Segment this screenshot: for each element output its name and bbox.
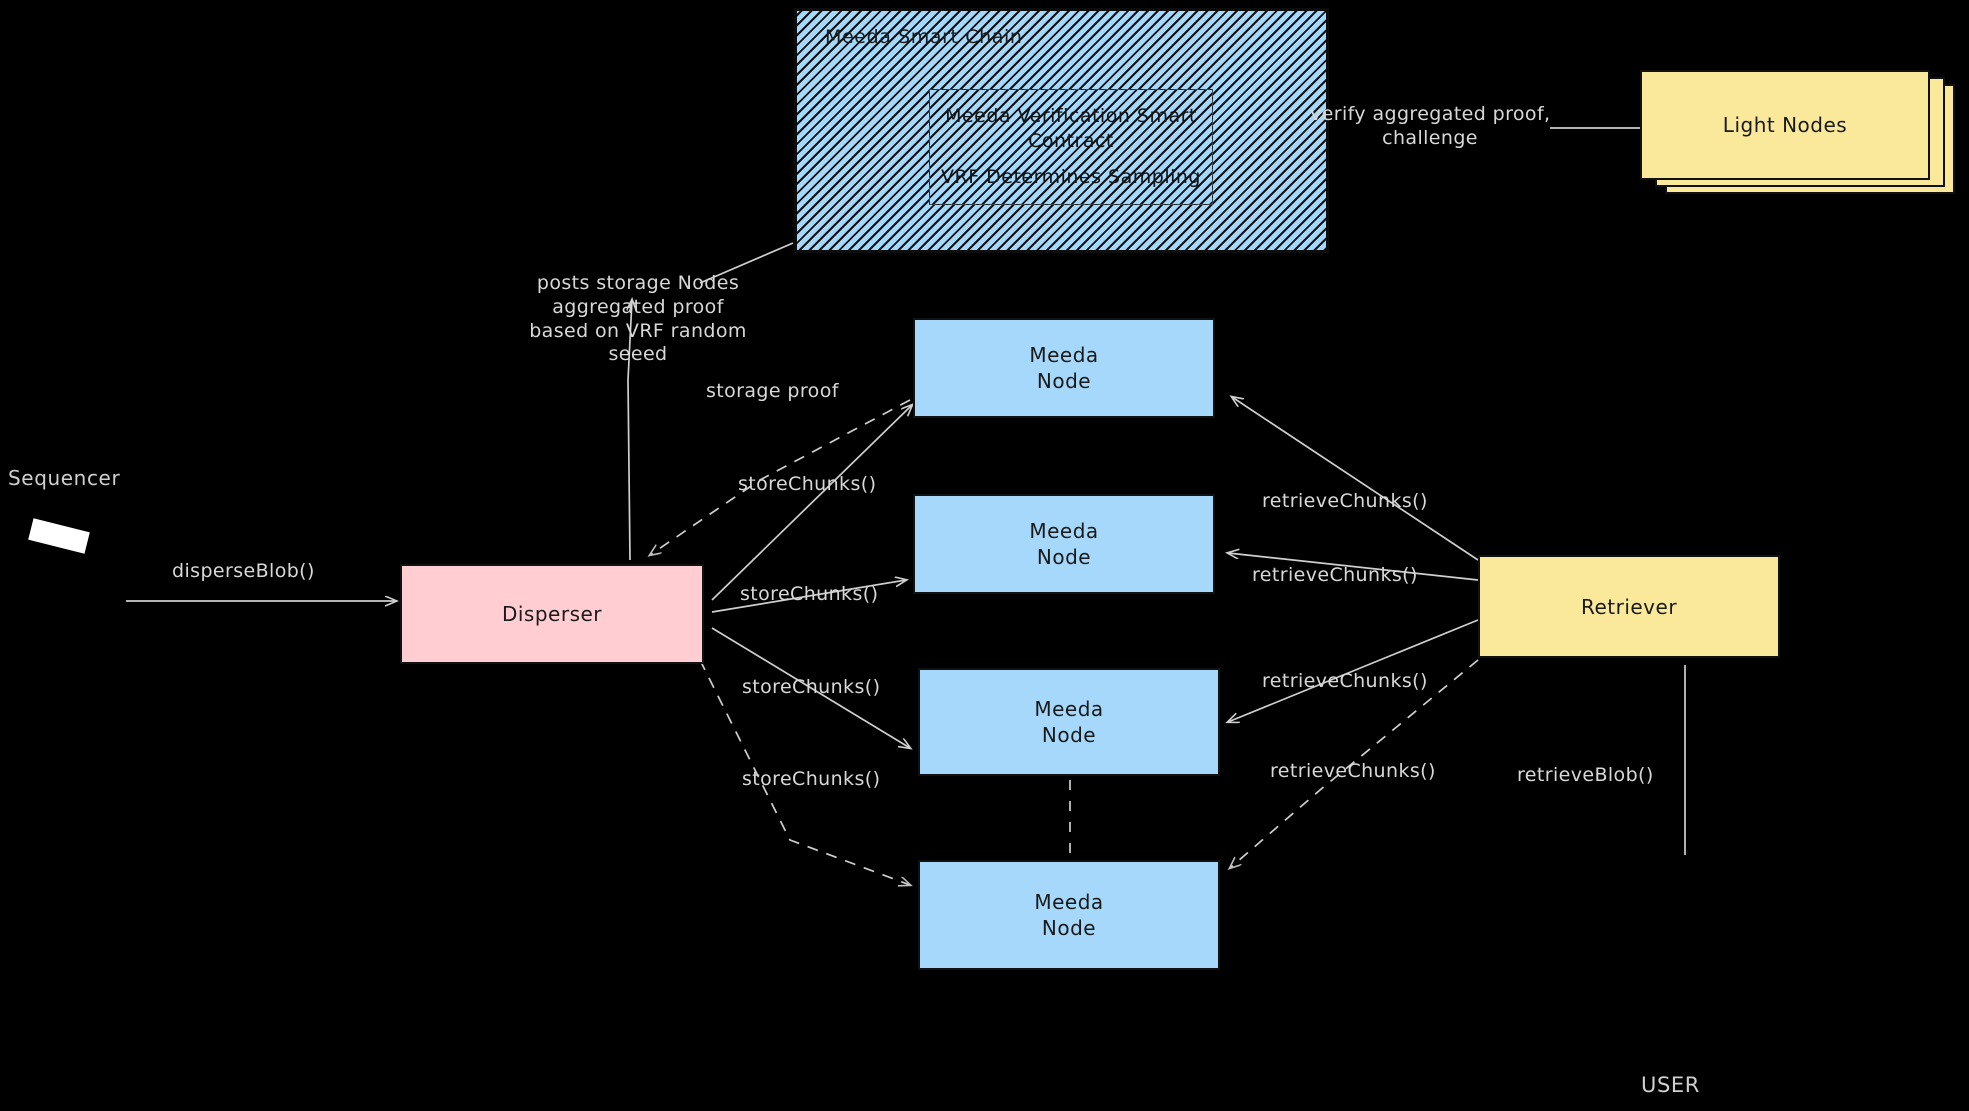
contract-title-line1: Meeda Verification Smart xyxy=(945,104,1197,127)
edge-label-retrieve-chunks-3: retrieveChunks() xyxy=(1262,670,1428,692)
meeda-node-3[interactable]: Meeda Node xyxy=(918,668,1220,776)
edge-label-store-chunks-3: storeChunks() xyxy=(742,676,881,698)
meeda-node-4-label: Meeda Node xyxy=(1034,890,1104,940)
meeda-node-2[interactable]: Meeda Node xyxy=(913,494,1215,594)
meeda-node-1[interactable]: Meeda Node xyxy=(913,318,1215,418)
user-label: USER xyxy=(1641,1073,1700,1097)
edge-label-storage-proof: storage proof xyxy=(706,380,839,402)
edge-store-chunks-1 xyxy=(711,405,912,601)
meeda-node-1-label: Meeda Node xyxy=(1029,343,1099,393)
edge-label-retrieve-blob: retrieveBlob() xyxy=(1517,764,1654,786)
edge-label-verify-proof: verify aggregated proof, challenge xyxy=(1310,103,1551,149)
edge-label-store-chunks-1: storeChunks() xyxy=(738,473,877,495)
meeda-smart-chain-box[interactable]: Meeda Smart Chain Meeda Verification Sma… xyxy=(794,8,1329,253)
light-nodes-box[interactable]: Light Nodes xyxy=(1640,70,1930,180)
meeda-smart-chain-title: Meeda Smart Chain xyxy=(825,26,1023,48)
edge-label-disperse-blob: disperseBlob() xyxy=(172,560,315,582)
edge-label-store-chunks-2: storeChunks() xyxy=(740,583,879,605)
edge-label-retrieve-chunks-4: retrieveChunks() xyxy=(1270,760,1436,782)
edge-retrieve-chunks-1 xyxy=(1232,397,1479,561)
light-nodes-label: Light Nodes xyxy=(1722,113,1848,137)
meeda-node-2-label: Meeda Node xyxy=(1029,519,1099,569)
sequencer-label: Sequencer xyxy=(8,466,121,490)
sequencer-glyph xyxy=(28,518,90,554)
contract-title-line2: Contract xyxy=(1028,130,1114,153)
meeda-verification-contract-box[interactable]: Meeda Verification Smart Contract VRF De… xyxy=(929,89,1213,205)
retriever-label: Retriever xyxy=(1580,594,1678,619)
edge-label-retrieve-chunks-2: retrieveChunks() xyxy=(1252,564,1418,586)
disperser-label: Disperser xyxy=(501,602,603,626)
contract-vrf-line: VRF Determines Sampling xyxy=(941,165,1201,188)
meeda-node-4[interactable]: Meeda Node xyxy=(918,860,1220,970)
edge-label-store-chunks-4: storeChunks() xyxy=(742,768,881,790)
edge-label-posts-proof: posts storage Nodes aggregated proof bas… xyxy=(529,272,747,366)
meeda-node-3-label: Meeda Node xyxy=(1034,697,1104,747)
edge-label-retrieve-chunks-1: retrieveChunks() xyxy=(1262,490,1428,512)
retriever-box[interactable]: Retriever xyxy=(1478,555,1780,658)
disperser-box[interactable]: Disperser xyxy=(400,564,704,664)
